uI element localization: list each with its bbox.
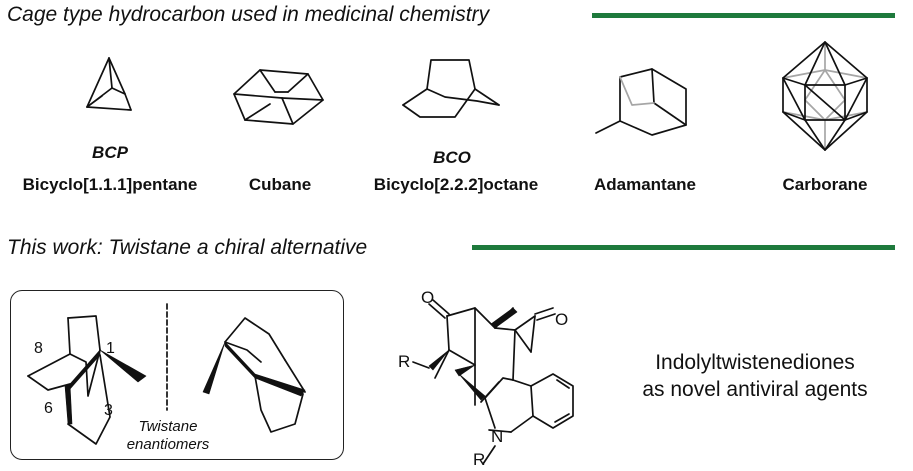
- product-description-line2: as novel antiviral agents: [642, 378, 868, 401]
- locant-1: 1: [106, 340, 115, 357]
- atom-oxygen-1: O: [421, 288, 435, 307]
- bcp-abbreviation: BCP: [92, 143, 128, 162]
- twistane-right-structure: [202, 317, 306, 433]
- adamantane-structure: [595, 68, 687, 136]
- cubane-structure: [233, 69, 324, 125]
- locant-8: 8: [34, 340, 43, 357]
- atom-r-group-2: R: [473, 450, 486, 469]
- mirror-plane: [166, 303, 168, 411]
- atom-nitrogen: N: [491, 427, 504, 446]
- bco-structure: [402, 59, 500, 118]
- atom-r-group-1: R: [398, 352, 411, 371]
- section1-heading: Cage type hydrocarbon used in medicinal …: [7, 3, 490, 26]
- adamantane-name: Adamantane: [593, 175, 697, 194]
- locant-3: 3: [104, 402, 113, 419]
- bcp-structure: [86, 57, 132, 111]
- section2-rule: [472, 245, 895, 250]
- locant-6: 6: [44, 400, 53, 417]
- bco-name: Bicyclo[2.2.2]octane: [373, 175, 539, 194]
- bcp-name: Bicyclo[1.1.1]pentane: [22, 175, 198, 194]
- product-description-line1: Indolyltwistenediones: [655, 351, 855, 374]
- twistane-caption-line1: Twistane: [138, 418, 198, 435]
- twistane-caption-line2: enantiomers: [126, 436, 210, 453]
- section2-heading: This work: Twistane a chiral alternative: [7, 236, 368, 259]
- bco-abbreviation: BCO: [433, 148, 471, 167]
- carborane-name: Carborane: [782, 175, 868, 194]
- cubane-name: Cubane: [248, 175, 312, 194]
- atom-oxygen-2: O: [555, 310, 569, 329]
- section1-rule: [592, 13, 895, 18]
- carborane-structure: [782, 41, 868, 151]
- indolyltwistenedione-structure: [412, 299, 574, 465]
- twistane-left-structure: [27, 315, 147, 445]
- twistane-caption: Twistane enantiomers: [118, 418, 218, 454]
- twistane-enantiomers-box: [10, 290, 344, 460]
- product-description: Indolyltwistenediones as novel antiviral…: [620, 349, 890, 403]
